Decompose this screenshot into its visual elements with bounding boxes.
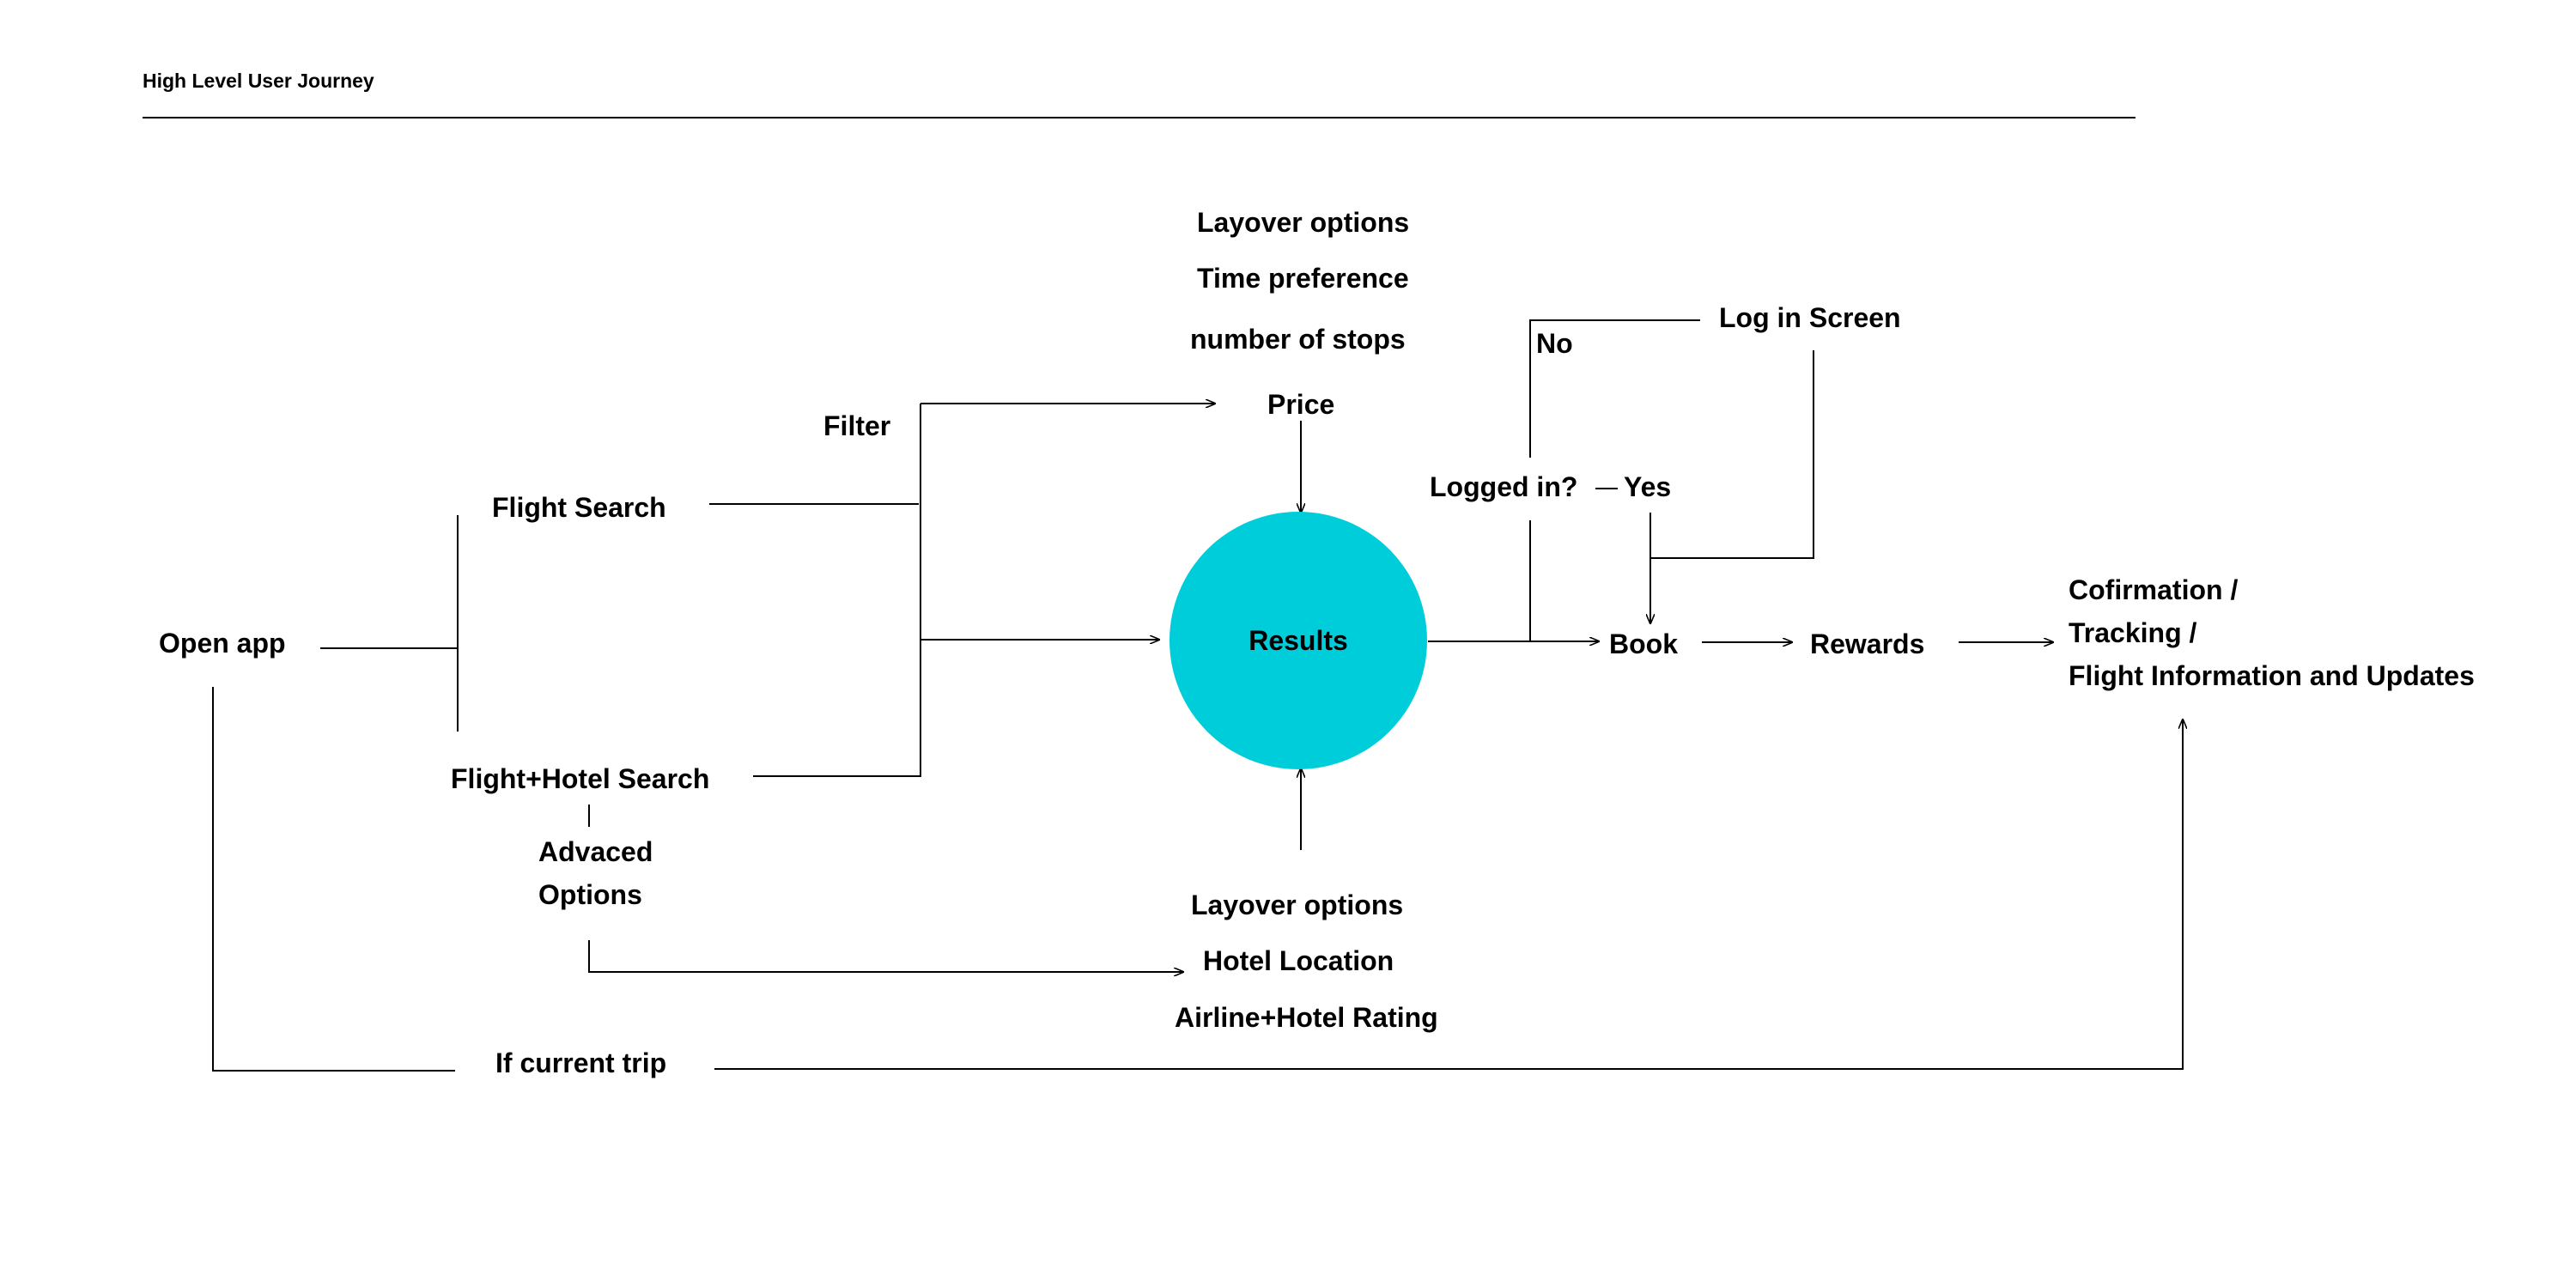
node-confirmation-line2[interactable]: Tracking / (2069, 617, 2197, 648)
node-rewards[interactable]: Rewards (1810, 628, 1925, 659)
arrow-advanced-options-to-hotel (588, 940, 1183, 972)
advanced-airline-hotel-rating: Airline+Hotel Rating (1175, 1002, 1438, 1033)
advanced-layover-options: Layover options (1191, 890, 1404, 920)
node-book[interactable]: Book (1609, 628, 1678, 659)
node-confirmation-line3[interactable]: Flight Information and Updates (2069, 660, 2475, 691)
page-title: High Level User Journey (143, 70, 374, 92)
node-if-current-trip[interactable]: If current trip (495, 1047, 667, 1078)
node-open-app[interactable]: Open app (159, 628, 286, 659)
node-logged-in[interactable]: Logged in? (1430, 471, 1578, 502)
node-confirmation-line1[interactable]: Cofirmation / (2069, 574, 2239, 605)
arrow-current-trip-to-confirmation (714, 720, 2183, 1070)
results-label: Results (1249, 624, 1348, 656)
filter-layover-options: Layover options (1197, 207, 1410, 238)
connector-no-to-login (1529, 319, 1700, 458)
filter-price: Price (1267, 389, 1335, 420)
node-flight-hotel-search[interactable]: Flight+Hotel Search (451, 763, 710, 794)
label-yes: Yes (1624, 471, 1672, 502)
connector-open-app-to-split (320, 515, 459, 732)
results-circle[interactable] (1170, 512, 1427, 769)
node-log-in-screen[interactable]: Log in Screen (1719, 302, 1901, 333)
advanced-hotel-location: Hotel Location (1203, 945, 1394, 976)
node-flight-search[interactable]: Flight Search (492, 492, 666, 523)
connector-open-app-to-current-trip (212, 687, 455, 1072)
node-filter[interactable]: Filter (823, 410, 891, 441)
label-no: No (1536, 328, 1573, 359)
connector-login-to-book (1650, 350, 1814, 559)
filter-number-of-stops: number of stops (1190, 324, 1406, 355)
node-advanced-options-line2[interactable]: Options (538, 879, 642, 910)
connector-flight-hotel-search (753, 404, 921, 777)
filter-time-preference: Time preference (1197, 263, 1409, 294)
node-advanced-options-line1[interactable]: Advaced (538, 836, 653, 867)
